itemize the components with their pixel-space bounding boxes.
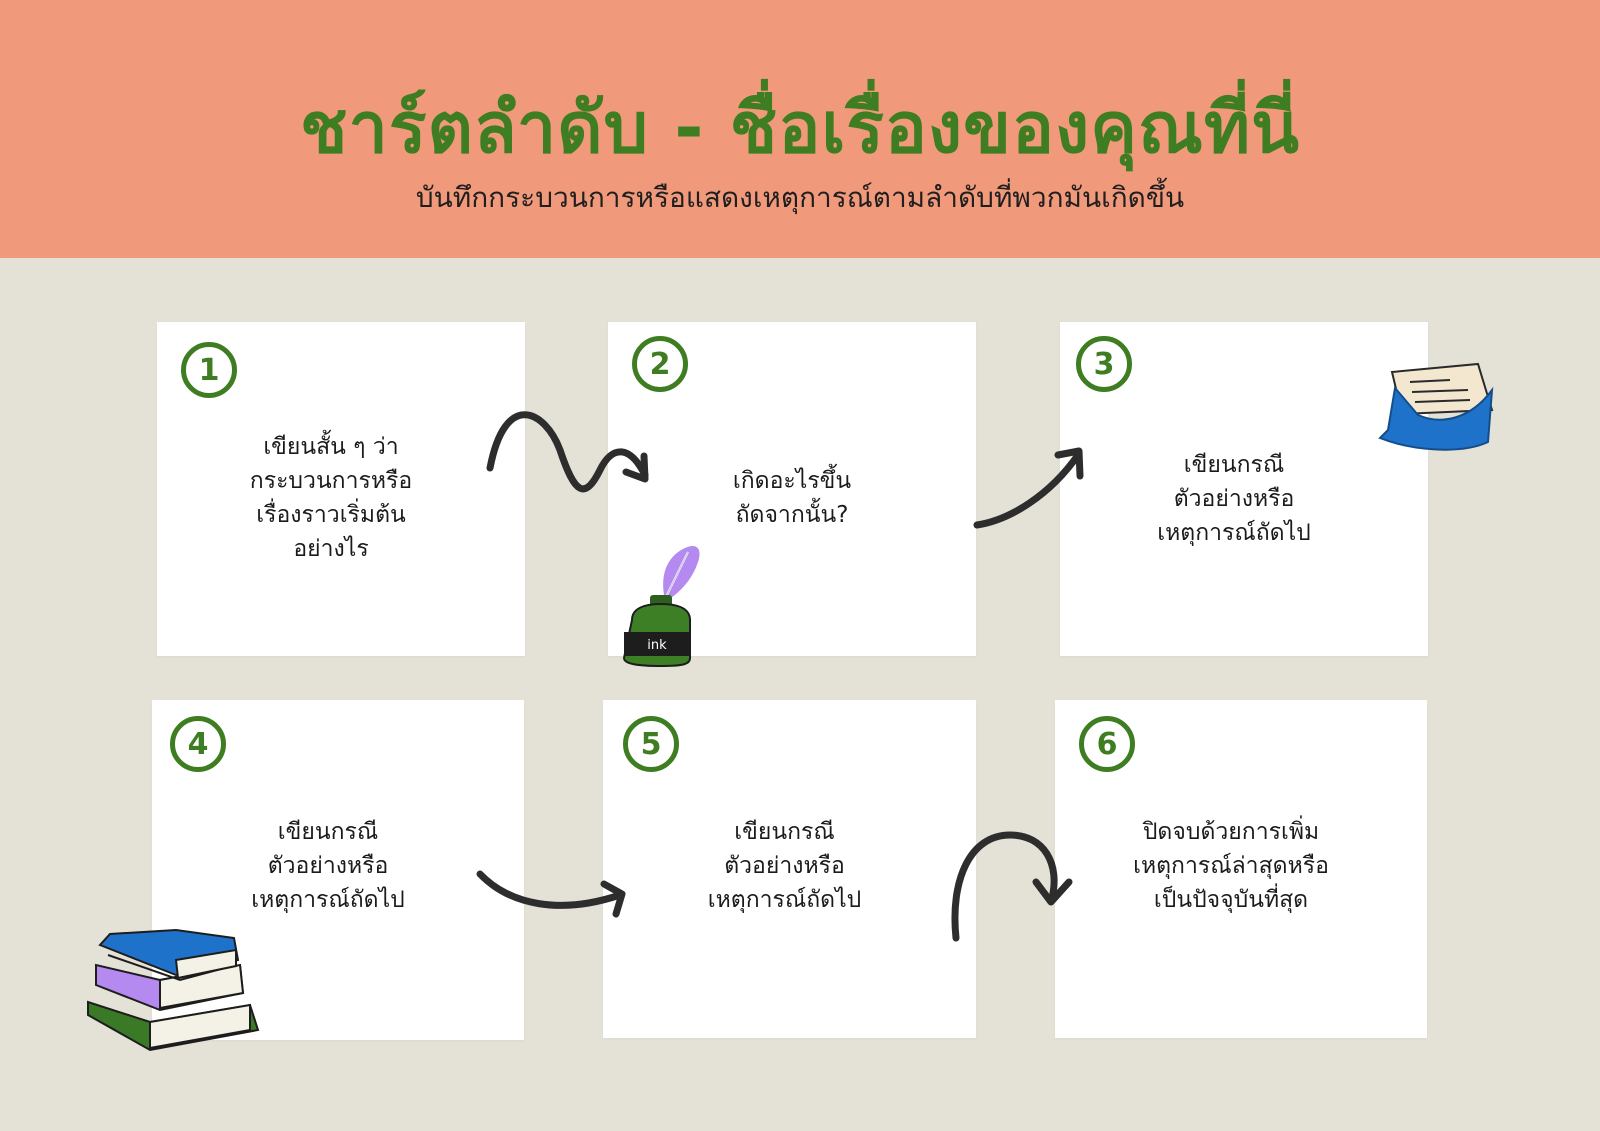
ink-label: ink [647,638,667,653]
step-text-2: เกิดอะไรขึ้น ถัดจากนั้น? [732,468,852,528]
arrow-2-to-3 [973,451,1082,529]
step-card-5: 5 เขียนกรณี ตัวอย่างหรือ เหตุการณ์ถัดไป [603,700,976,1038]
ink-bottle-icon: ink [622,545,700,668]
arrow-1-to-2 [486,411,649,493]
step-number-6: 6 [1079,716,1135,772]
step-text-4: เขียนกรณี ตัวอย่างหรือ เหตุการณ์ถัดไป [251,819,405,913]
step-card-6: 6 ปิดจบด้วยการเพิ่ม เหตุการณ์ล่าสุดหรือ … [1055,700,1427,1038]
step-number-5: 5 [623,716,679,772]
step-number-2: 2 [632,336,688,392]
letter-envelope-icon [1378,362,1494,451]
arrow-2-to-3-head [1054,447,1084,480]
step-number-4: 4 [170,716,226,772]
arrow-5-to-6-head [1032,878,1073,906]
step-card-3: 3 เขียนกรณี ตัวอย่างหรือ เหตุการณ์ถัดไป [1060,322,1428,656]
arrow-1-to-2-head [622,452,649,483]
page-title: ชาร์ตลำดับ - ชื่อเรื่องของคุณที่นี่ [300,87,1300,169]
step-card-1: 1 เขียนสั้น ๆ ว่า กระบวนการหรือ เรื่องรา… [157,322,525,656]
arrow-4-to-5 [476,870,624,909]
step-text-3: เขียนกรณี ตัวอย่างหรือ เหตุการณ์ถัดไป [1157,452,1311,546]
book-stack-icon [87,928,260,1052]
step-text-1: เขียนสั้น ๆ ว่า กระบวนการหรือ เรื่องราวเ… [249,434,413,562]
arrow-4-to-5-head [600,880,626,918]
header-banner: ชาร์ตลำดับ - ชื่อเรื่องของคุณที่นี่ บันท… [0,0,1600,258]
arrow-5-to-6 [951,831,1058,942]
page-subtitle: บันทึกกระบวนการหรือแสดงเหตุการณ์ตามลำดับ… [415,181,1185,214]
step-text-5: เขียนกรณี ตัวอย่างหรือ เหตุการณ์ถัดไป [707,819,862,913]
step-number-3: 3 [1076,336,1132,392]
step-text-6: ปิดจบด้วยการเพิ่ม เหตุการณ์ล่าสุดหรือ เป… [1133,819,1329,913]
step-number-1: 1 [181,342,237,398]
